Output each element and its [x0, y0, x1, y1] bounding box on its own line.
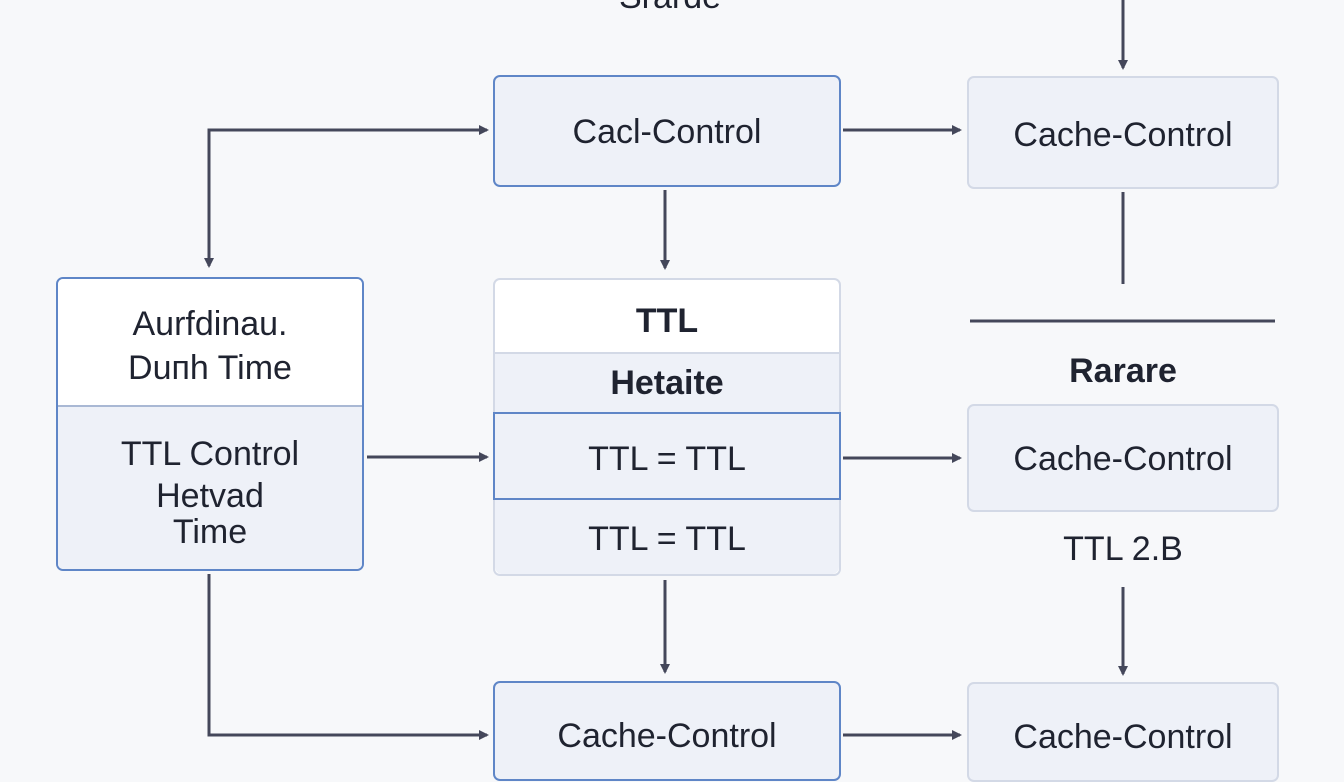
cache-control-mid-right-box: Cache-Control: [967, 404, 1279, 512]
rarare-label: Rarare: [1069, 352, 1177, 390]
middle-card-subheader-label: Hetaite: [610, 364, 724, 402]
left-card-title-line2: Duпh Time: [128, 349, 292, 387]
middle-card-header: TTL: [495, 280, 839, 354]
middle-card-row1: TTL = TTL: [493, 412, 841, 500]
cache-control-top-right-label: Cache-Control: [1013, 116, 1233, 154]
middle-card-row2: TTL = TTL: [495, 500, 839, 574]
left-card-header: Aurfdinau. Duпh Time: [58, 279, 362, 407]
cache-control-bottom-middle-label: Cache-Control: [557, 717, 777, 755]
cacl-control-label: Cacl-Control: [572, 113, 762, 151]
left-card: Aurfdinau. Duпh Time TTL Control Hetvad …: [56, 277, 364, 571]
left-card-body: TTL Control Hetvad Time: [58, 407, 362, 569]
left-card-title-line1: Aurfdinau.: [132, 305, 288, 343]
cache-control-top-right-box: Cache-Control: [967, 76, 1279, 189]
cache-control-bottom-right-box: Cache-Control: [967, 682, 1279, 782]
cache-control-bottom-right-label: Cache-Control: [1013, 718, 1233, 756]
cache-control-mid-right-label: Cache-Control: [1013, 440, 1233, 478]
connector-layer: [204, 0, 1275, 740]
flow-diagram: Srarde Cacl-Control Cache-Control Aurfdi…: [56, 0, 1279, 782]
middle-card-subheader: Hetaite: [495, 354, 839, 412]
middle-card-row1-label: TTL = TTL: [588, 440, 746, 478]
ttl-note-label: TTL 2.B: [1063, 530, 1183, 568]
cache-control-bottom-middle-box: Cache-Control: [493, 681, 841, 781]
arrow-left-loop-to-cacl: [207, 125, 489, 246]
cacl-control-box: Cacl-Control: [493, 75, 841, 187]
middle-card: TTL Hetaite TTL = TTL TTL = TTL: [493, 278, 841, 576]
left-card-body-line2: Hetvad: [156, 477, 264, 515]
top-cutoff-label: Srarde: [560, 0, 780, 16]
middle-card-row2-label: TTL = TTL: [588, 520, 746, 558]
arrow-left-to-bottom-middle: [207, 574, 489, 740]
left-card-body-line1: TTL Control: [120, 435, 300, 473]
left-card-body-line3: Time: [172, 513, 248, 551]
middle-card-header-label: TTL: [635, 302, 699, 340]
